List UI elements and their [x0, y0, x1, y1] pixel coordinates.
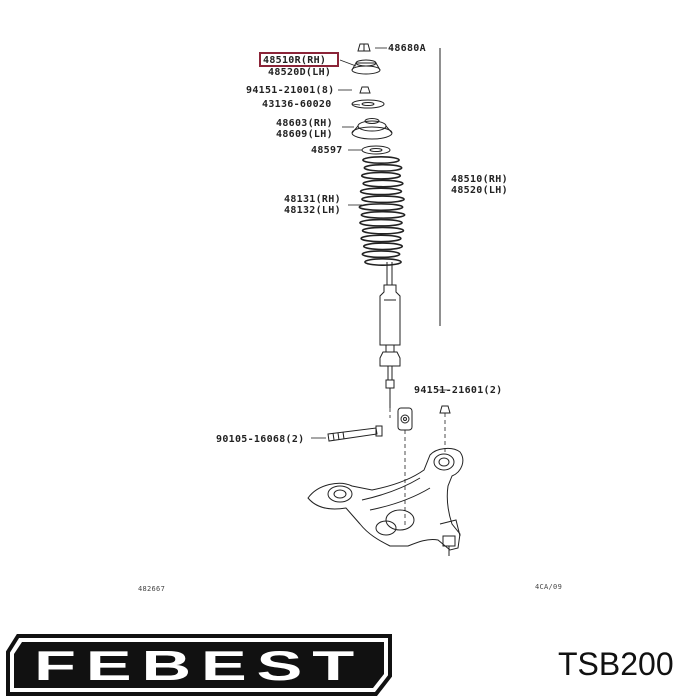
spring-coil: [360, 234, 402, 243]
label-48597: 48597: [311, 145, 343, 156]
label-48680a: 48680A: [388, 43, 426, 54]
part-number: TSB200: [558, 646, 674, 682]
label-48520-lh: 48520(LH): [451, 185, 508, 196]
label-482667: 482667: [138, 585, 166, 593]
shock-absorber: [379, 262, 413, 431]
spring-coil: [362, 179, 404, 188]
suspension-support: [351, 118, 393, 140]
label-corner-code: 4CA/09: [535, 583, 563, 591]
logo-text: FEBEST: [34, 642, 364, 689]
label-48520d-lh: 48520D(LH): [268, 67, 332, 78]
lower-nut: [439, 405, 451, 414]
label-94151-21601: 94151-21601(2): [414, 385, 503, 396]
spring-coil: [362, 242, 404, 251]
center-guides: [389, 408, 446, 525]
label-48131-rh: 48131(RH): [284, 194, 341, 205]
highlight-box: [259, 52, 339, 67]
spring-coil: [359, 187, 403, 196]
upper-seat: [361, 145, 391, 155]
spring-coil: [360, 210, 406, 219]
spring-coil: [364, 257, 402, 266]
spring-coil: [363, 163, 403, 172]
spring-coil: [359, 218, 403, 227]
spring-coil: [361, 250, 401, 259]
spring-coil: [361, 195, 405, 204]
top-nut: [357, 43, 371, 52]
washer: [351, 99, 385, 109]
febest-logo: FEBEST: [6, 634, 392, 696]
label-48510-rh: 48510(RH): [451, 174, 508, 185]
spring-coil: [362, 156, 400, 165]
label-48609-lh: 48609(LH): [276, 129, 333, 140]
lower-bolt: [327, 425, 383, 442]
label-48132-lh: 48132(LH): [284, 205, 341, 216]
label-43136-60020: 43136-60020: [262, 99, 332, 110]
label-48510r-rh: 48510R(RH): [263, 55, 327, 66]
label-94151-21001: 94151-21001(8): [246, 85, 335, 96]
label-48603-rh: 48603(RH): [276, 118, 333, 129]
small-nut: [359, 86, 371, 94]
spring-coil: [360, 171, 402, 180]
leader-lines: [311, 47, 447, 439]
spring-coil: [358, 203, 404, 212]
coil-spring: [358, 156, 406, 266]
spring-coil: [361, 226, 405, 235]
upper-cushion: [351, 59, 381, 75]
label-90105-16068: 90105-16068(2): [216, 434, 305, 445]
lower-control-arm: [307, 447, 464, 556]
